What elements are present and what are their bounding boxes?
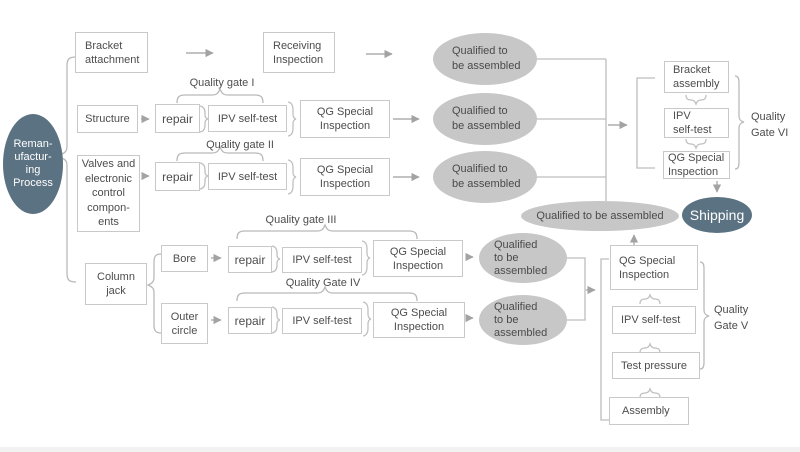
- receiving-inspection-box: Receiving Inspection: [263, 32, 335, 73]
- valves-box: Valves and electronic control compon- en…: [77, 155, 140, 232]
- qg-special-inspection-box-1: QG Special Inspection: [300, 100, 390, 138]
- ipv-self-test-box-4: IPV self-test: [282, 308, 362, 334]
- repair-box-3: repair: [228, 246, 272, 273]
- bracket-assembly-box: Bracket assembly: [664, 61, 729, 93]
- bottom-band: [0, 447, 800, 452]
- qg-special-inspection-box-6: QG Special Inspection: [663, 151, 730, 179]
- shipping-oval: Shipping: [682, 197, 752, 233]
- qualified-oval-2: Qualified to be assembled: [433, 151, 537, 203]
- quality-gate-3-label: Quality gate III: [265, 214, 337, 226]
- quality-gate-1-label: Quality gate I: [189, 77, 255, 89]
- final-qualified-oval: Qualified to be assembled: [521, 201, 679, 231]
- column-jack-box: Column jack: [85, 263, 147, 305]
- flow-arrows: [141, 48, 722, 325]
- qg-special-inspection-box-4: QG Special Inspection: [373, 302, 465, 338]
- qg-special-inspection-box-3: QG Special Inspection: [373, 240, 463, 277]
- structure-box: Structure: [77, 105, 138, 133]
- qualified-oval-top: Qualified to be assembled: [433, 33, 537, 85]
- qg-special-inspection-box-2: QG Special Inspection: [300, 158, 390, 196]
- ipv-self-test-box-6: IPV self-test: [664, 108, 729, 138]
- ipv-self-test-box-3: IPV self-test: [282, 247, 362, 273]
- ipv-self-test-box-1: IPV self-test: [208, 105, 287, 132]
- quality-gate-5-label: Quality Gate V: [714, 304, 749, 332]
- remanufacturing-process-oval: Reman- ufactur- ing Process: [3, 114, 63, 214]
- assembly-box: Assembly: [609, 397, 689, 425]
- quality-gate-6-label: Quality Gate VI: [751, 111, 789, 139]
- quality-gate-2-label: Quality gate II: [206, 139, 274, 151]
- outer-circle-box: Outer circle: [161, 303, 208, 344]
- bracket-attachment-box: Bracket attachment: [75, 32, 148, 73]
- qualified-oval-4: Qualified to be assembled: [479, 295, 567, 345]
- merge-lines: [537, 58, 655, 421]
- qualified-oval-3: Qualified to be assembled: [479, 233, 567, 283]
- repair-box-2: repair: [155, 162, 200, 191]
- repair-box-1: repair: [155, 104, 200, 133]
- test-pressure-box: Test pressure: [612, 352, 700, 379]
- quality-gate-4-label: Quality Gate IV: [285, 277, 361, 289]
- qualified-oval-1: Qualified to be assembled: [433, 93, 537, 145]
- ipv-self-test-box-5: IPV self-test: [612, 306, 696, 334]
- qg-special-inspection-box-5: QG Special Inspection: [610, 245, 698, 290]
- ipv-self-test-box-2: IPV self-test: [208, 163, 287, 190]
- repair-box-4: repair: [228, 307, 272, 334]
- bore-box: Bore: [161, 245, 208, 272]
- gate-braces: [176, 87, 418, 302]
